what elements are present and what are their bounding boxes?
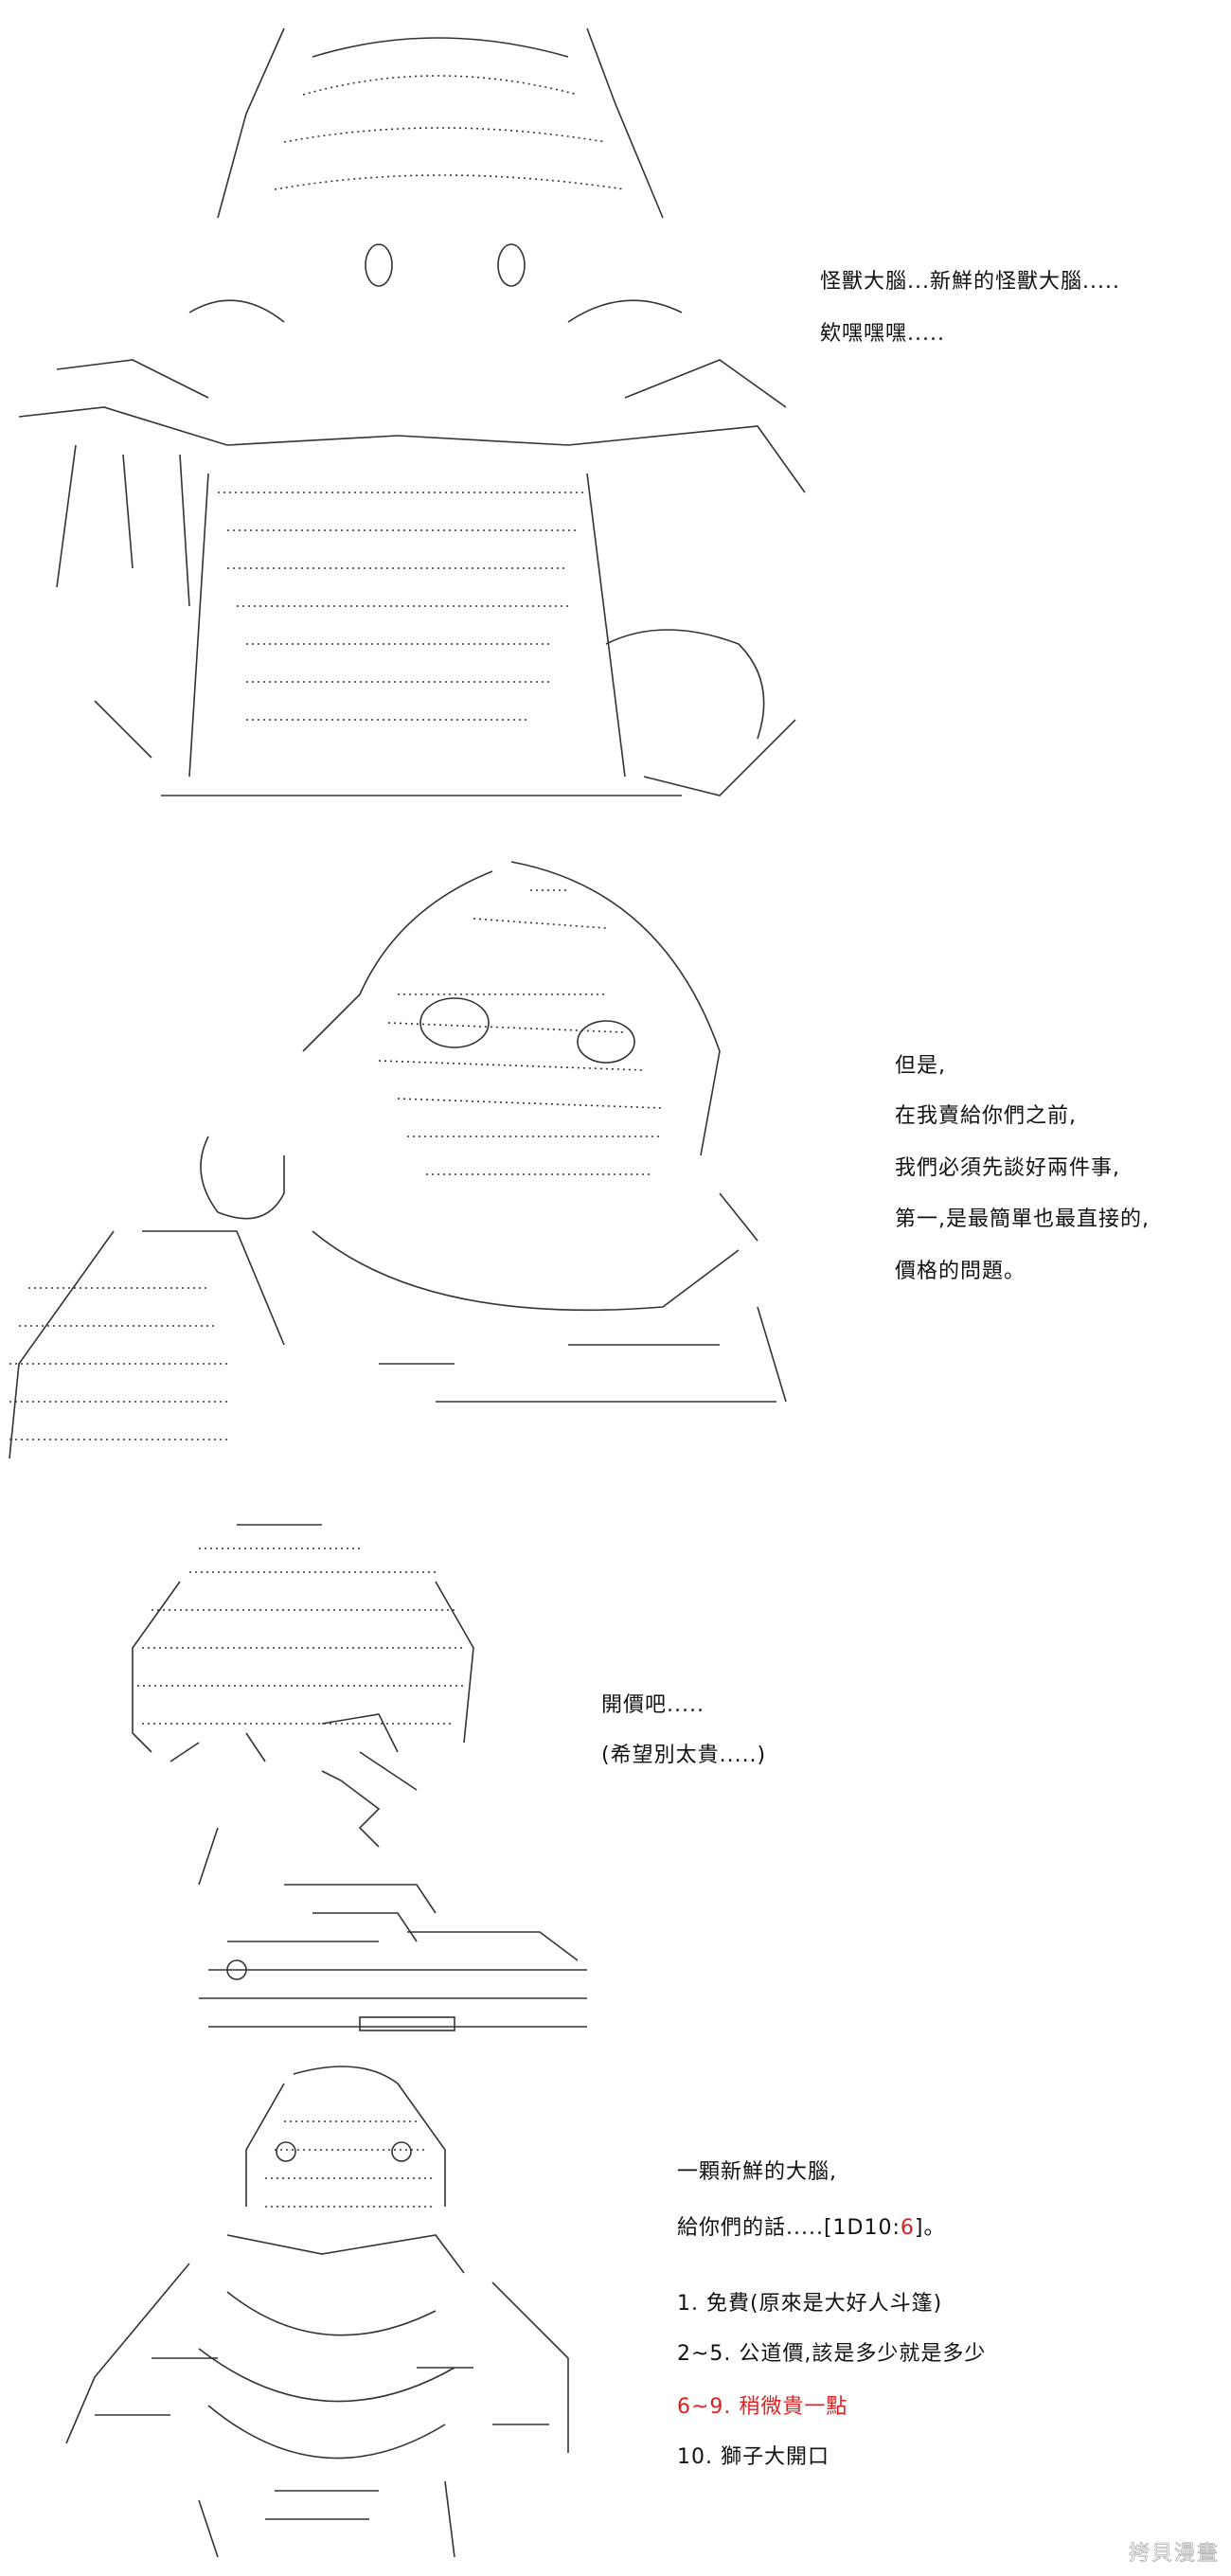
option-1: 1. 免費(原來是大好人斗篷) xyxy=(677,2292,943,2316)
hooded-figure-ascii-art xyxy=(9,861,787,1459)
panel2-line-3: 我們必須先談好兩件事, xyxy=(895,1156,1120,1180)
panel2-line-4: 第一,是最簡單也最直接的, xyxy=(895,1208,1150,1231)
panel1-line-1: 怪獸大腦...新鮮的怪獸大腦..... xyxy=(820,270,1120,294)
panel2-line-1: 但是, xyxy=(895,1054,946,1078)
monster-brain-ascii-art xyxy=(18,27,806,796)
panel1-line-2: 欸嘿嘿嘿..... xyxy=(820,322,945,346)
panel3-line-1: 開價吧..... xyxy=(601,1693,705,1717)
panel3-line-2: (希望別太貴.....) xyxy=(601,1744,767,1767)
panel2-line-2: 在我賣給你們之前, xyxy=(895,1104,1077,1128)
option-2: 2~5. 公道價,該是多少就是多少 xyxy=(677,2342,987,2366)
dice-text-prefix: 給你們的話.....[1D10: xyxy=(677,2216,901,2240)
panel4-line-1: 一顆新鮮的大腦, xyxy=(677,2160,837,2184)
watermark: 拷貝漫畫 xyxy=(1129,2542,1221,2567)
panel4-line-2: 給你們的話.....[1D10:6]。 xyxy=(677,2216,946,2241)
masked-figure-ascii-art xyxy=(65,2066,569,2558)
dice-text-suffix: ]。 xyxy=(914,2216,946,2240)
option-3-highlighted: 6~9. 稍微貴一點 xyxy=(677,2395,848,2419)
panel2-line-5: 價格的問題。 xyxy=(895,1260,1026,1283)
dice-result: 6 xyxy=(900,2216,915,2240)
option-4: 10. 獅子大開口 xyxy=(677,2445,830,2469)
boy-figure-ascii-art xyxy=(132,1524,587,2031)
